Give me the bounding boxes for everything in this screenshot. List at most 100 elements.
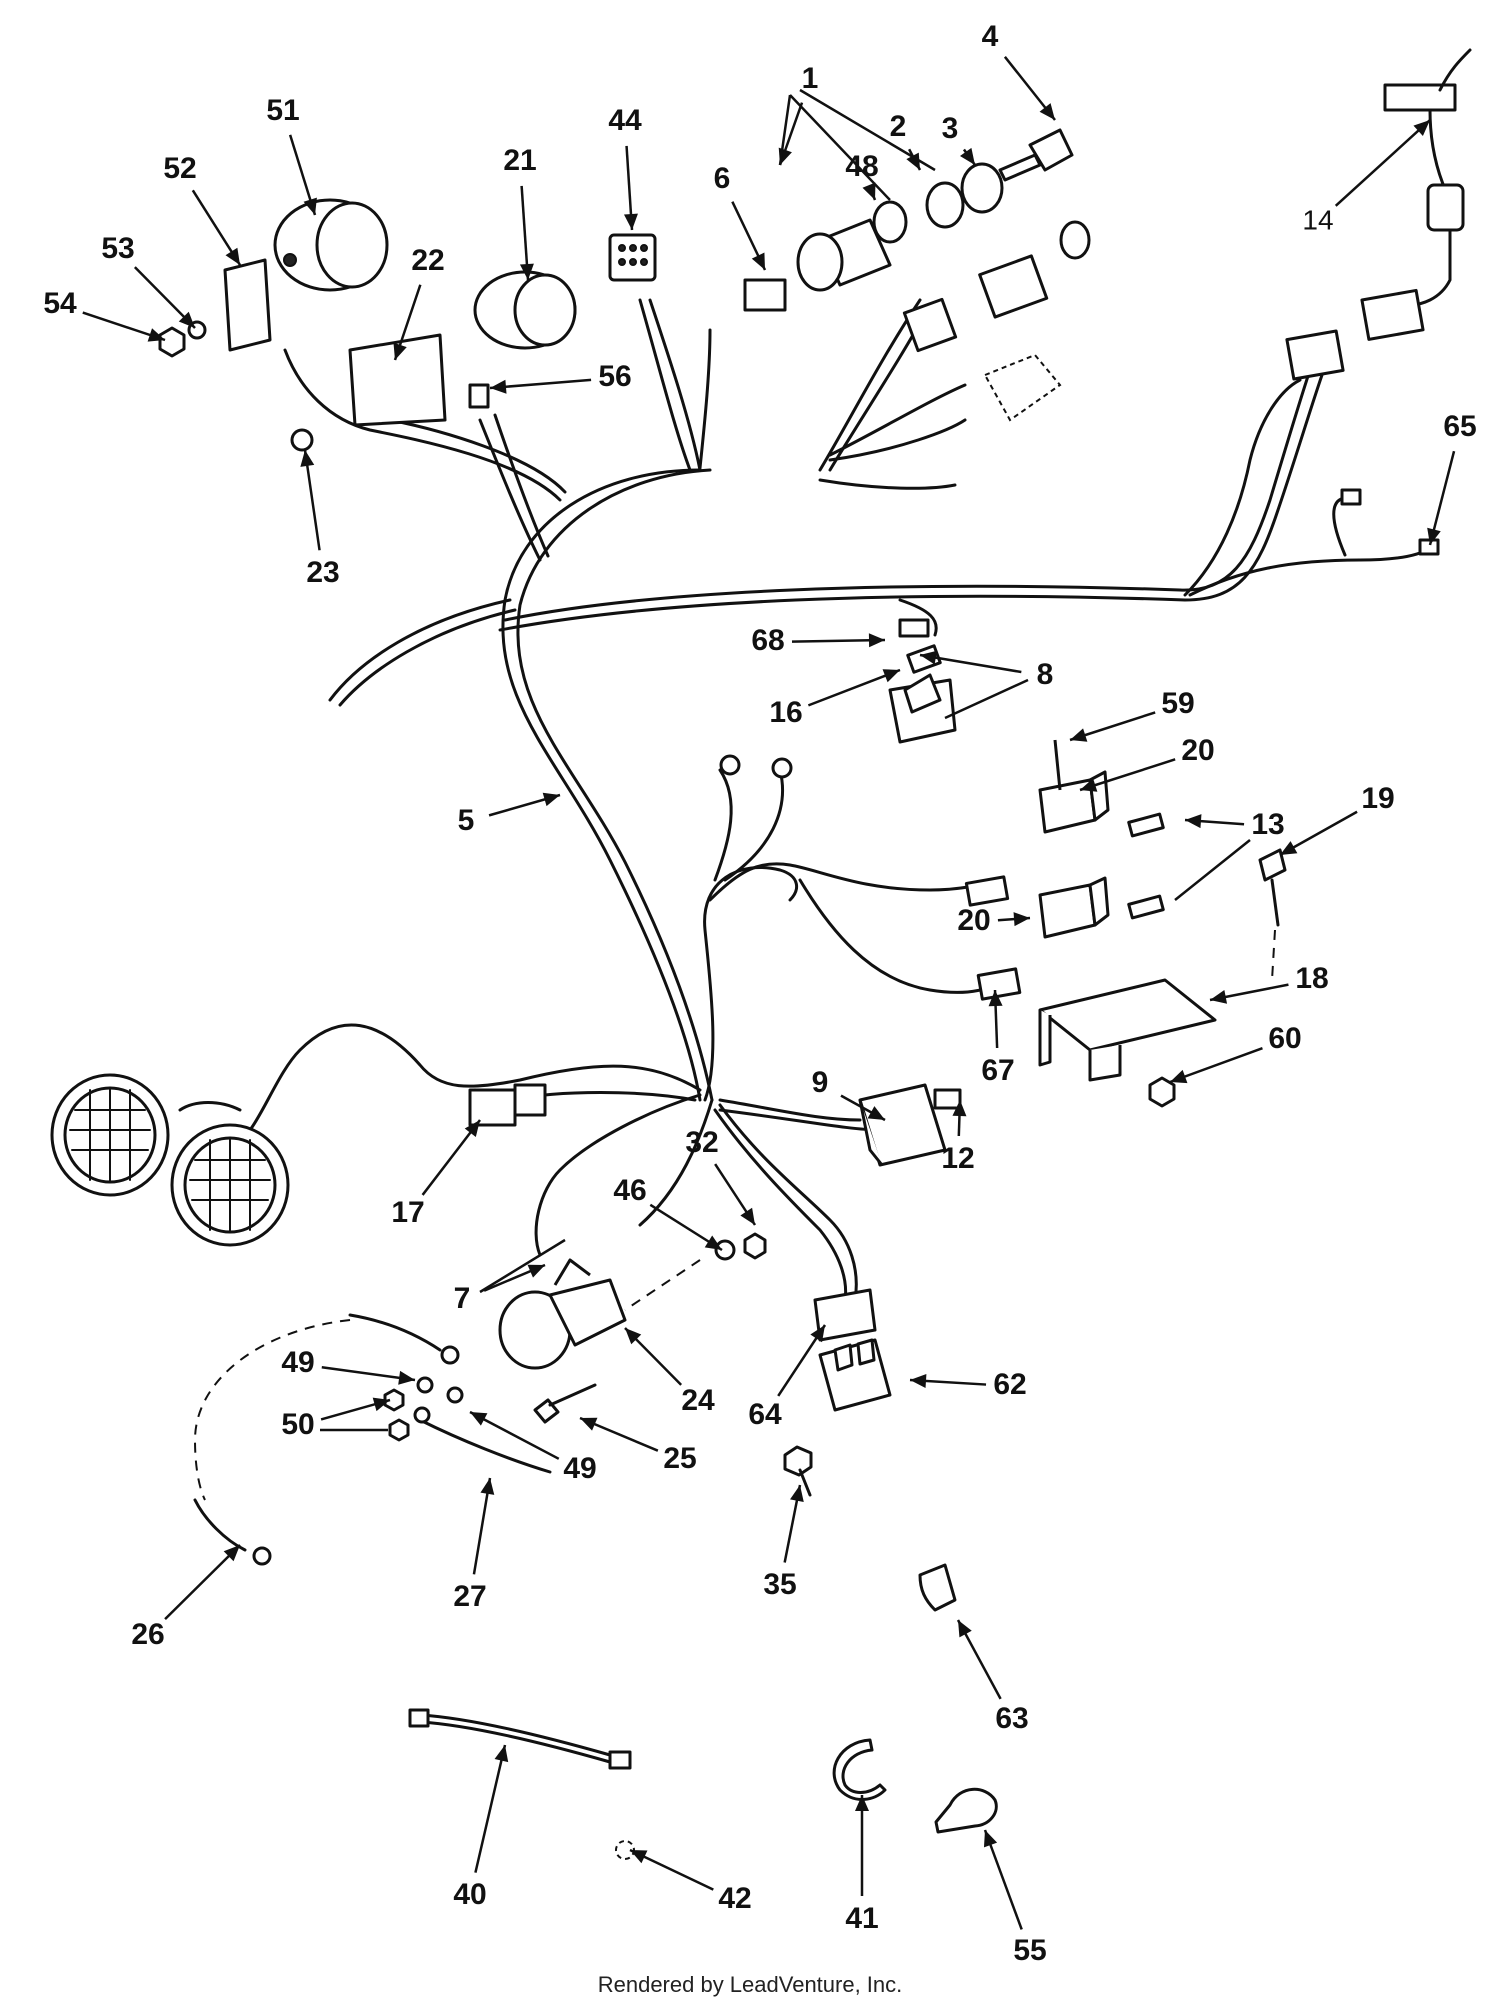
- callout-17: 17: [391, 1119, 481, 1229]
- callout-number: 27: [453, 1580, 486, 1613]
- callout-number: 35: [763, 1568, 796, 1601]
- callout-24: 24: [624, 1327, 715, 1417]
- assembly-line-32: [624, 1259, 701, 1311]
- callout-68: 68: [751, 624, 886, 657]
- arrowhead: [527, 1264, 545, 1278]
- arrowhead: [790, 1485, 804, 1503]
- callout-number: 6: [714, 162, 731, 195]
- ground-strap-40: [408, 1708, 632, 1770]
- washer-2: [925, 181, 965, 229]
- nut-60: [1148, 1076, 1176, 1108]
- callout-35: 35: [763, 1484, 804, 1601]
- callout-19: 19: [1279, 782, 1395, 857]
- arrowhead: [810, 1325, 825, 1343]
- washer-46: [714, 1239, 736, 1261]
- leader-line: [983, 1829, 1023, 1930]
- callout-number: 52: [163, 152, 196, 185]
- relay-62: [818, 1338, 892, 1412]
- pad-13-lower: [1127, 894, 1165, 920]
- arrowhead: [740, 1207, 755, 1225]
- callout-14: 14: [1302, 119, 1431, 235]
- callout-number: 56: [598, 360, 631, 393]
- leader-line: [1334, 119, 1431, 207]
- callout-9: 9: [812, 1066, 886, 1122]
- arrowhead: [178, 311, 195, 328]
- callout-number: 48: [845, 150, 878, 183]
- callout-number: 18: [1295, 962, 1328, 995]
- callout-number: 55: [1013, 1934, 1046, 1967]
- connector-44: [608, 233, 657, 282]
- callout-44: 44: [608, 104, 642, 231]
- arrowhead: [751, 252, 765, 270]
- callout-2: 2: [890, 110, 922, 171]
- callout-53: 53: [101, 232, 196, 329]
- gauge-mount-bracket: [348, 333, 447, 427]
- relay-socket-64: [813, 1288, 877, 1342]
- headlight-left: [50, 1073, 170, 1197]
- arrowhead: [1080, 778, 1098, 792]
- callout-22: 22: [393, 244, 445, 361]
- callout-60: 60: [1169, 1022, 1302, 1084]
- callout-number: 8: [1037, 658, 1054, 691]
- arrowhead: [862, 182, 876, 200]
- callout-number: 25: [663, 1442, 696, 1475]
- callout-number: 16: [769, 696, 802, 729]
- bolt-35: [783, 1445, 813, 1497]
- callout-48: 48: [845, 150, 879, 201]
- leader-line: [1428, 450, 1456, 546]
- callout-51: 51: [266, 94, 317, 216]
- connector-6: [743, 278, 787, 312]
- arrowhead: [1013, 912, 1030, 927]
- callout-number: 17: [391, 1196, 424, 1229]
- arrowhead: [868, 633, 885, 648]
- ground-lugs: [719, 754, 793, 779]
- callout-number: 41: [845, 1902, 878, 1935]
- callout-number: 19: [1361, 782, 1394, 815]
- arrowhead: [882, 669, 900, 683]
- clamp-41: [832, 1738, 887, 1801]
- nut-23: [290, 428, 314, 452]
- harness-connector-14: [1285, 48, 1472, 381]
- leader-line: [164, 1544, 241, 1621]
- arrowhead: [1427, 527, 1441, 545]
- arrowhead: [625, 1328, 642, 1345]
- callout-number: 67: [981, 1054, 1014, 1087]
- callout-54: 54: [43, 287, 166, 342]
- arrowhead: [398, 1370, 415, 1385]
- callout-13-fork: [1174, 839, 1251, 901]
- callout-55: 55: [983, 1829, 1047, 1967]
- arrowhead: [1185, 814, 1202, 829]
- callout-number: 5: [458, 804, 475, 837]
- arrowhead: [630, 1850, 648, 1864]
- callout-number: 20: [1181, 734, 1214, 767]
- callout-18: 18: [1209, 962, 1329, 1004]
- callout-52: 52: [163, 152, 242, 266]
- callout-number: 3: [942, 112, 959, 145]
- callout-8-fork: [944, 678, 1029, 720]
- callout-67: 67: [981, 989, 1015, 1087]
- callout-number: 49: [563, 1452, 596, 1485]
- arrowhead: [372, 1397, 390, 1412]
- arrowhead: [490, 379, 507, 394]
- key-4: [998, 128, 1074, 182]
- arrowhead: [147, 328, 165, 342]
- callout-5: 5: [458, 792, 561, 837]
- callout-12: 12: [941, 1099, 975, 1175]
- callout-number: 44: [608, 104, 642, 137]
- callout-3: 3: [942, 112, 977, 166]
- arrowhead: [225, 247, 240, 265]
- callout-number: 9: [812, 1066, 829, 1099]
- main-wire-harness: [178, 298, 1432, 1302]
- arrowhead: [580, 1417, 598, 1431]
- callout-number: 51: [266, 94, 299, 127]
- cable-27: [348, 1313, 552, 1474]
- callout-number: 60: [1268, 1022, 1301, 1055]
- leader-line: [807, 668, 901, 707]
- callout-number: 13: [1251, 808, 1284, 841]
- nut-54: [158, 326, 186, 358]
- callout-number: 12: [941, 1142, 974, 1175]
- callout-40: 40: [453, 1744, 509, 1911]
- connector-67: [976, 967, 1022, 1001]
- connector-68: [898, 618, 930, 638]
